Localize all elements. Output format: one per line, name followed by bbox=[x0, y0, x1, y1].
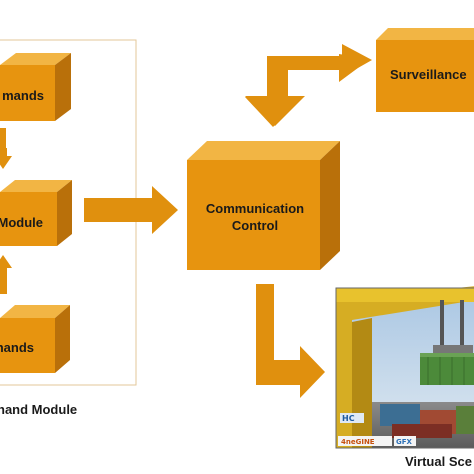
module-label: Module bbox=[0, 215, 43, 230]
surveillance-label: Surveillance bbox=[390, 67, 467, 82]
scene-logo-left: 4neGINE bbox=[341, 438, 375, 446]
arrow-communication-to-scene bbox=[256, 284, 325, 398]
commands-bottom-label: nands bbox=[0, 340, 34, 355]
arrow-down-upper bbox=[0, 148, 12, 169]
commands-top-box: mands bbox=[0, 53, 71, 121]
virtual-scene-image: HC 4neGINE GFX bbox=[335, 286, 474, 449]
communication-control-box: Communication Control bbox=[187, 141, 340, 270]
commands-top-label: mands bbox=[2, 88, 44, 103]
module-box: Module bbox=[0, 180, 72, 246]
virtual-scene-caption: Virtual Sce bbox=[405, 454, 472, 469]
arrow-surveillance-communication bbox=[245, 44, 372, 127]
command-module-caption: nand Module bbox=[0, 402, 77, 417]
scene-logo-right: GFX bbox=[396, 438, 413, 446]
arrow-up-lower bbox=[0, 255, 12, 294]
scene-logo-small: HC bbox=[342, 414, 355, 423]
surveillance-box: Surveillance bbox=[376, 28, 474, 112]
arrow-down-upper-stem bbox=[0, 128, 6, 150]
commands-bottom-box: nands bbox=[0, 305, 70, 373]
communication-label-line1: Communication bbox=[206, 201, 304, 216]
communication-label-line2: Control bbox=[232, 218, 278, 233]
arrow-module-to-communication bbox=[84, 186, 178, 234]
